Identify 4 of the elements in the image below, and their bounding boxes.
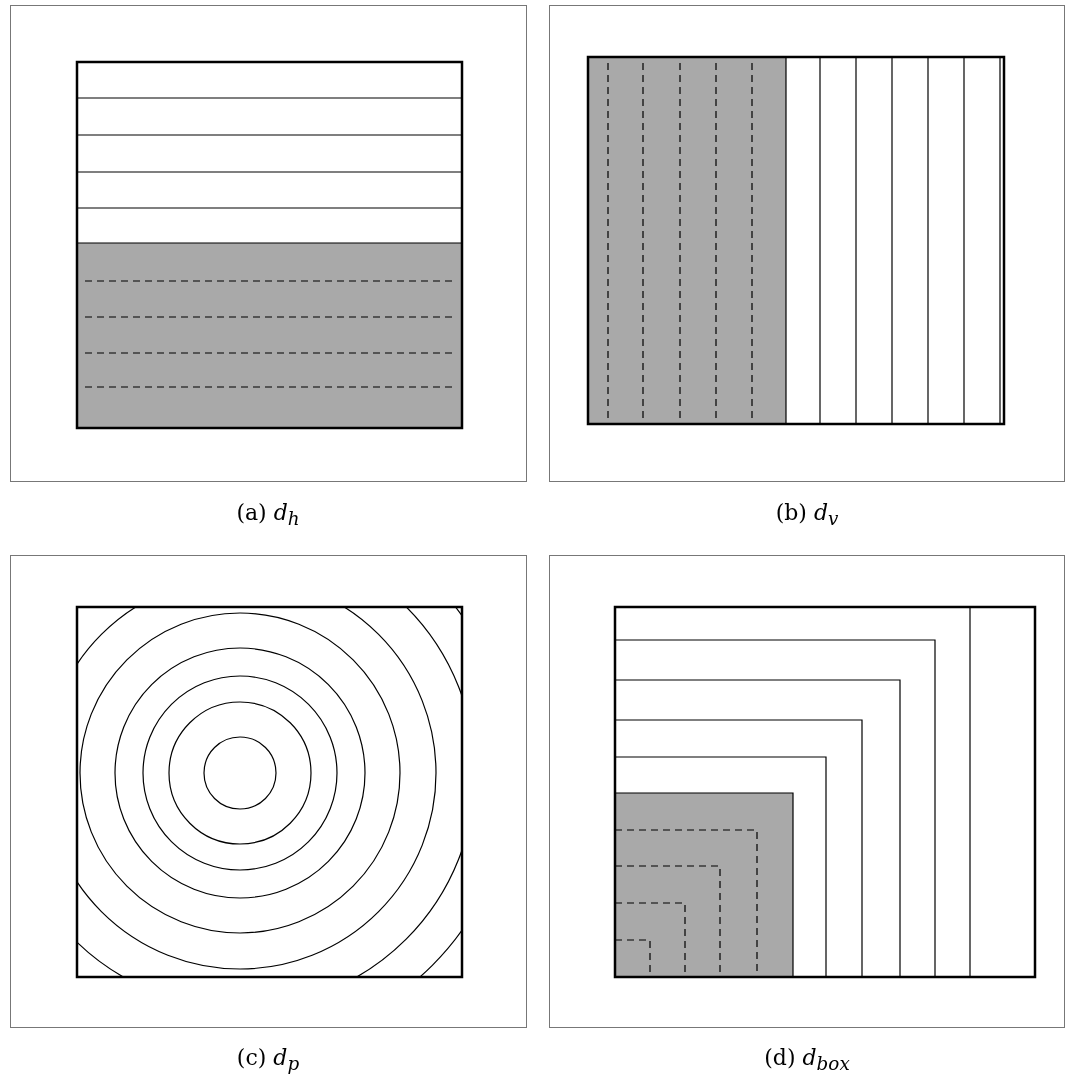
figure-caption: (b) d$_{v}$ [775, 500, 839, 530]
figure-caption: (a) d$_{h}$ [236, 500, 300, 530]
figure-caption: (c) d$_{p}$ [236, 1045, 300, 1075]
figure-caption: (d) d$_{box}$ [764, 1045, 850, 1075]
